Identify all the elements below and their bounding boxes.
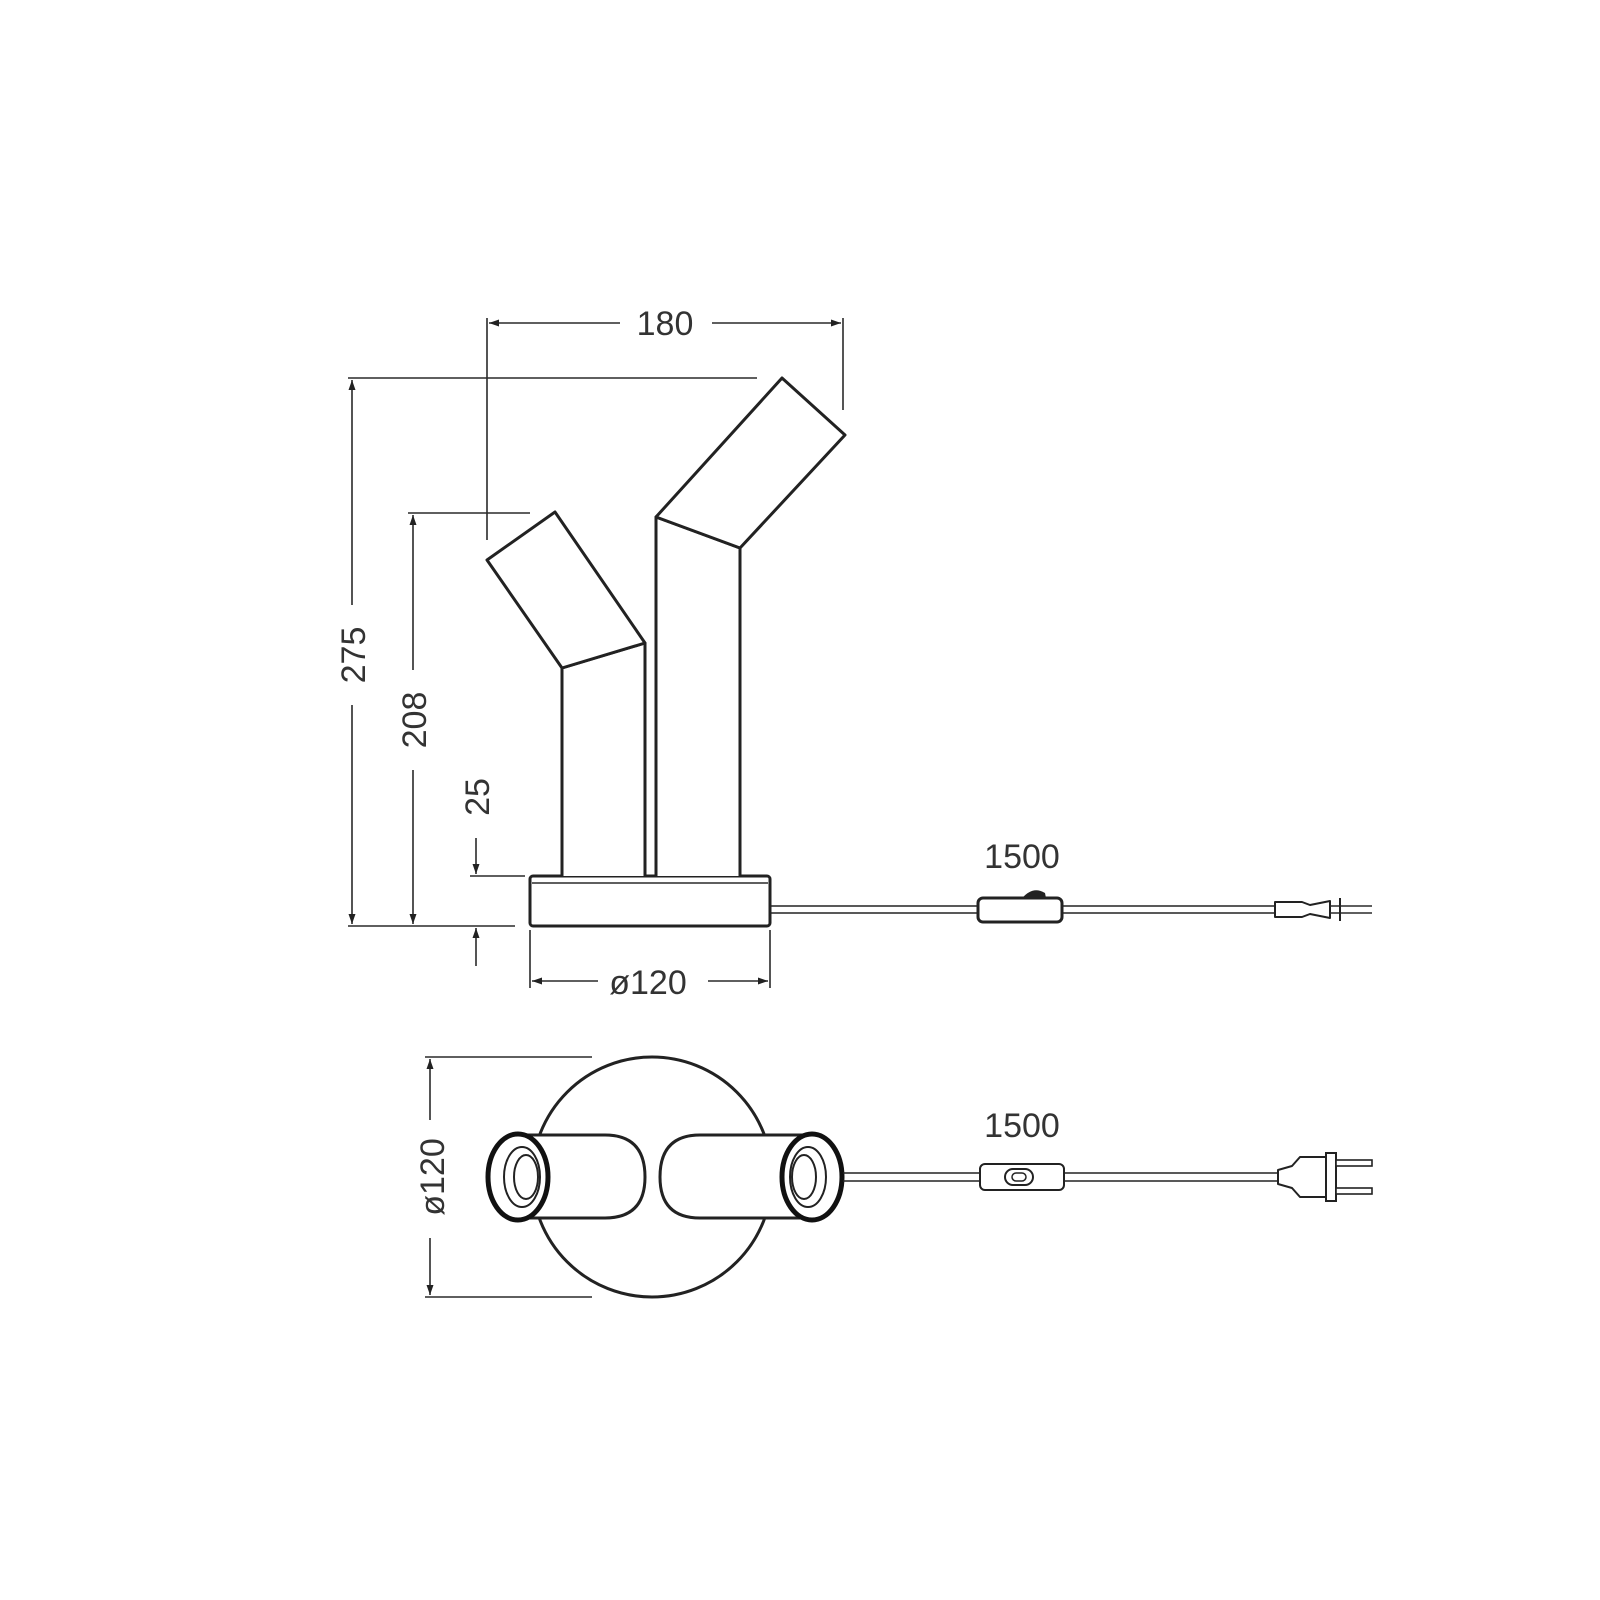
plug-side [1274, 900, 1331, 919]
top-diameter-dimension: ø120 [414, 1056, 592, 1298]
base [528, 874, 772, 928]
plug-top [1277, 1156, 1327, 1198]
inline-switch [976, 896, 1064, 924]
cable-top: 1500 [843, 1107, 1373, 1202]
base-height-dimension: 25 [459, 778, 525, 966]
right-arm-head [654, 376, 847, 550]
width-dimension: 180 [486, 305, 844, 540]
top-view: ø120 1500 [414, 1055, 1373, 1299]
total-height-dimension: 275 [335, 377, 757, 927]
width-label: 180 [637, 305, 694, 343]
lamp-side [485, 376, 847, 928]
right-head-top [658, 1131, 845, 1223]
plug-pin [1335, 1159, 1373, 1167]
base-diameter-dimension: ø120 [529, 930, 771, 1002]
top-diameter-label: ø120 [414, 1138, 452, 1216]
left-arm-stem [560, 641, 647, 876]
left-head-top [485, 1131, 647, 1223]
base-height-label: 25 [459, 778, 497, 816]
inline-switch-top [979, 1163, 1065, 1191]
cable-side: 1500 [770, 838, 1372, 924]
lower-height-label: 208 [396, 692, 434, 749]
top-cable-length-label: 1500 [984, 1107, 1060, 1145]
cable-length-label: 1500 [984, 838, 1060, 876]
switch-rocker [1004, 1168, 1034, 1186]
rocker-switch-button [1022, 890, 1046, 898]
lower-height-dimension: 208 [396, 512, 530, 924]
elevation-view: 180 275 208 25 [335, 305, 1372, 1002]
plug-pin [1335, 1187, 1373, 1195]
left-arm-head [485, 510, 647, 670]
base-diameter-label: ø120 [609, 964, 687, 1002]
total-height-label: 275 [335, 627, 373, 684]
right-arm-stem [654, 515, 742, 876]
